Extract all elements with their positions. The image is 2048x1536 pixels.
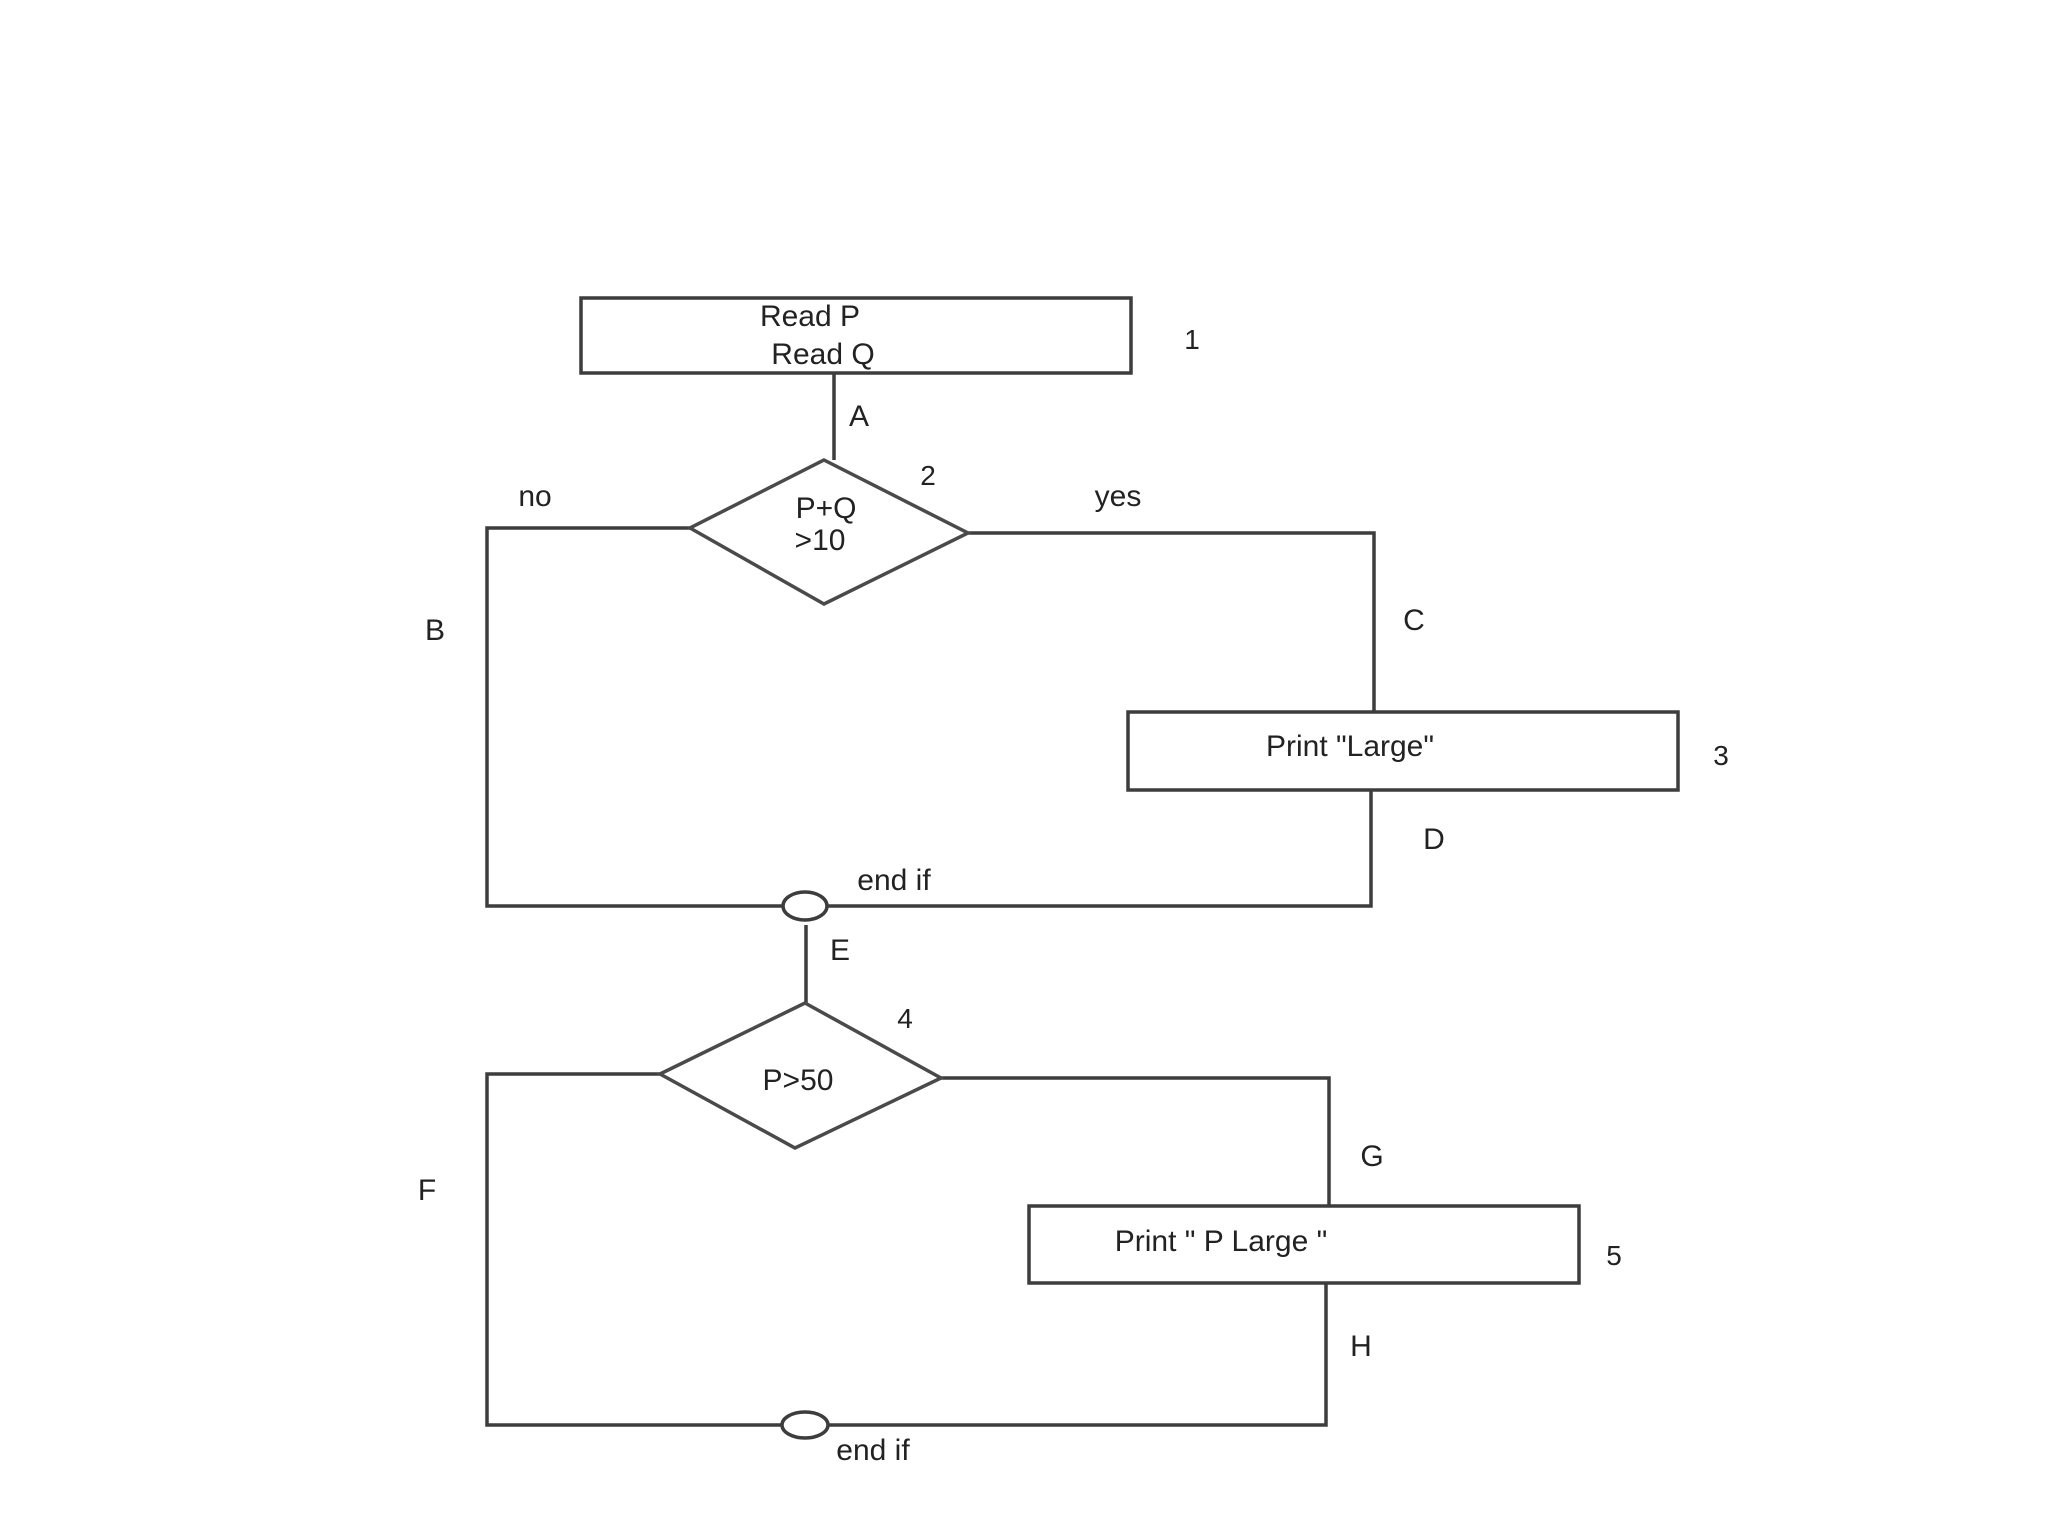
junction-label-end-if-2: end if [836, 1434, 910, 1467]
edge-f [485, 1072, 781, 1427]
edge-label-d: D [1423, 823, 1445, 856]
junction-end-if-2 [780, 1410, 830, 1440]
junction-label-end-if-1: end if [857, 864, 931, 897]
node-4-text: P>50 [763, 1064, 834, 1097]
edge-label-g: G [1360, 1140, 1383, 1173]
edge-c [968, 531, 1376, 712]
edge-h [829, 1283, 1328, 1427]
edge-label-c: C [1403, 604, 1425, 637]
node-1-read-box: Read P Read Q [579, 296, 1133, 375]
branch-label-yes: yes [1095, 480, 1142, 513]
node-5-text: Print " P Large " [1115, 1225, 1328, 1258]
node-number-2: 2 [920, 460, 936, 491]
branch-label-no: no [518, 480, 551, 513]
node-number-1: 1 [1184, 324, 1200, 355]
node-2-decision-diamond: P+Q >10 [686, 458, 972, 606]
edge-label-h: H [1350, 1330, 1372, 1363]
edge-g [941, 1076, 1331, 1206]
node-number-3: 3 [1713, 740, 1729, 771]
edge-b [485, 526, 784, 908]
node-3-print-box: Print "Large" [1126, 710, 1680, 792]
node-3-text: Print "Large" [1266, 730, 1434, 763]
node-number-4: 4 [897, 1003, 913, 1034]
node-5-print-box: Print " P Large " [1027, 1204, 1581, 1285]
edge-d [822, 790, 1373, 908]
edge-label-e: E [830, 934, 850, 967]
edge-label-a: A [849, 400, 869, 433]
node-1-line-1: Read P [760, 300, 860, 333]
edge-label-f: F [418, 1174, 436, 1207]
node-2-line-2: >10 [795, 524, 846, 557]
node-1-line-2: Read Q [771, 338, 874, 371]
node-2-line-1: P+Q [796, 492, 857, 525]
edge-label-b: B [425, 614, 445, 647]
junction-end-if-1 [781, 890, 829, 922]
node-number-5: 5 [1606, 1240, 1622, 1271]
node-4-decision-diamond: P>50 [656, 1001, 945, 1150]
